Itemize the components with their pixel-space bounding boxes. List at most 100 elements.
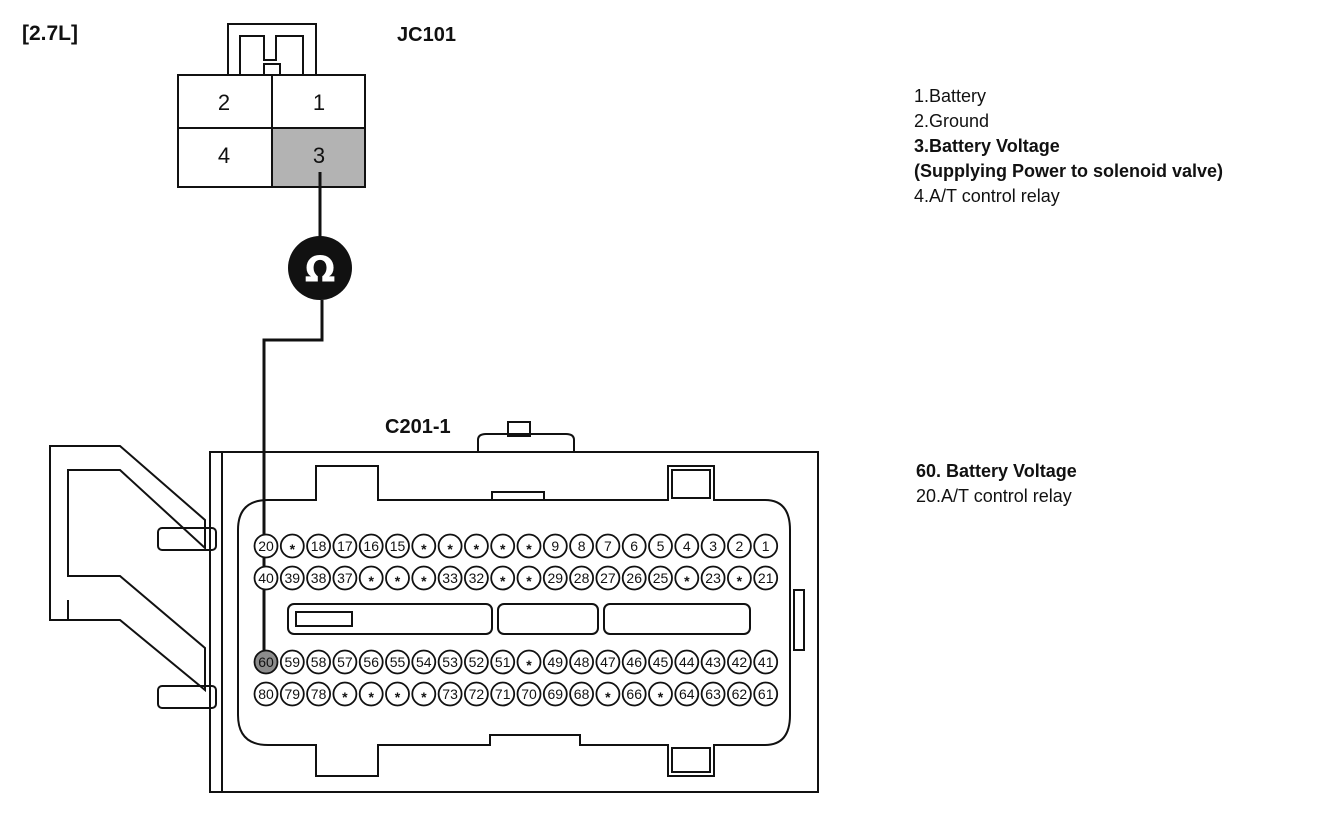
- c201-pin-circle: [674, 649, 700, 675]
- c201-pin-circle: [490, 649, 516, 675]
- c201-pin-circle: [463, 565, 489, 591]
- c201-face: [237, 465, 791, 777]
- c201-pin-label: 73: [442, 686, 458, 702]
- c201-pin-circle: [490, 533, 516, 559]
- ohmmeter-icon: Ω: [288, 236, 352, 300]
- c201-pin-label: 29: [548, 570, 564, 586]
- c201-pin-label: 7: [604, 538, 612, 554]
- c201-pin-circle: [621, 533, 647, 559]
- c201-pin-circle: [516, 681, 542, 707]
- c201-pin-label: 79: [285, 686, 301, 702]
- c201-connector-name: C201-1: [385, 416, 451, 438]
- c201-pin-circle: [648, 681, 673, 707]
- c201-pin-label: 69: [548, 686, 564, 702]
- c201-pin-label: 3: [709, 538, 717, 554]
- c201-pin-circle: [595, 533, 621, 559]
- c201-pin-label: 1: [762, 538, 770, 554]
- c201-pin-circle: [753, 565, 779, 591]
- c201-pin-label: 68: [574, 686, 590, 702]
- engine-label: [2.7L]: [22, 22, 78, 45]
- c201-pin-circle: [753, 649, 779, 675]
- c201-body: [209, 451, 819, 793]
- c201-slot-middle: [497, 603, 599, 635]
- c201-pin-circle: [516, 533, 542, 559]
- c201-pin-label: 42: [732, 654, 748, 670]
- c201-pin-circle: [542, 533, 568, 559]
- c201-pin-circle: [385, 533, 410, 559]
- jc101-pin-3: 3: [313, 143, 325, 168]
- jc101-legend-line: 4.A/T control relay: [914, 186, 1060, 206]
- c201-pin-label: 63: [705, 686, 721, 702]
- c201-pin-label: 18: [311, 538, 327, 554]
- c201-pin-circle: [569, 681, 594, 707]
- jc101-legend-line: 3.Battery Voltage: [914, 136, 1060, 156]
- c201-pin-circle: [253, 649, 279, 675]
- jc101-pin-2: 2: [218, 90, 230, 115]
- c201-pin-circle: [674, 533, 700, 559]
- c201-pin-circle: [437, 681, 463, 707]
- c201-pin-circle: [411, 533, 437, 559]
- c201-pin-circle: [437, 649, 463, 675]
- c201-pin-label: *: [368, 689, 374, 705]
- c201-top-knob: [477, 433, 575, 452]
- c201-pin-circle: [595, 681, 621, 707]
- c201-pin-circle: [385, 649, 410, 675]
- c201-pin-label: *: [526, 541, 532, 557]
- c201-pin-circle: [306, 533, 332, 559]
- c201-pin-circle: [411, 565, 437, 591]
- c201-pin-label: 17: [337, 538, 353, 554]
- jc101-legend-line: (Supplying Power to solenoid valve): [914, 161, 1223, 181]
- c201-pin-circle: [411, 681, 437, 707]
- c201-pin-circle: [542, 649, 568, 675]
- c201-pin-circle: [753, 681, 779, 707]
- jc101-connector-name: JC101: [397, 24, 456, 46]
- c201-pin-label: *: [526, 657, 532, 673]
- c201-pin-circle: [332, 533, 358, 559]
- c201-pin-circle: [358, 681, 384, 707]
- c201-pin-circle: [358, 565, 384, 591]
- c201-pin-label: 40: [258, 570, 274, 586]
- c201-pin-label: 54: [416, 654, 432, 670]
- c201-pin-circle: [595, 565, 621, 591]
- c201-pin-circle: [648, 649, 673, 675]
- jc101-connector: [177, 23, 366, 188]
- c201-pin-label: *: [737, 573, 743, 589]
- c201-pin-label: 52: [469, 654, 485, 670]
- probe-wire-bottom: [262, 300, 324, 662]
- c201-legend-line: 20.A/T control relay: [916, 486, 1072, 506]
- c201-pin-circle: [542, 565, 568, 591]
- c201-pin-circle: [358, 533, 384, 559]
- c201-pin-circle: [621, 565, 647, 591]
- c201-pin-circle: [385, 565, 410, 591]
- c201-pin-circle: [490, 681, 516, 707]
- c201-legend: 60. Battery Voltage 20.A/T control relay: [916, 461, 1077, 506]
- jc101-legend: 1.Battery 2.Ground 3.Battery Voltage (Su…: [914, 86, 1223, 206]
- c201-pin-circle: [516, 565, 542, 591]
- c201-pin-label: 46: [626, 654, 642, 670]
- c201-pin-label: 37: [337, 570, 353, 586]
- c201-pin-label: 41: [758, 654, 774, 670]
- c201-pin-label: *: [421, 689, 427, 705]
- c201-pin-label: 53: [442, 654, 458, 670]
- c201-pin-label: 16: [363, 538, 379, 554]
- c201-connector: [49, 421, 819, 793]
- c201-pin-label: 5: [657, 538, 665, 554]
- c201-pin-label: 48: [574, 654, 590, 670]
- c201-pin-label: 25: [653, 570, 669, 586]
- c201-pin-circle: [569, 565, 594, 591]
- c201-pin-label: 27: [600, 570, 616, 586]
- c201-slot-left: [287, 603, 493, 635]
- c201-pin-label: 33: [442, 570, 458, 586]
- c201-pin-label: *: [500, 541, 506, 557]
- c201-pin-circle: [279, 649, 305, 675]
- c201-pin-label: *: [395, 573, 401, 589]
- c201-pin-circle: [569, 649, 594, 675]
- c201-bracket: [49, 445, 206, 693]
- c201-pin-circle: [595, 649, 621, 675]
- c201-pin-circle: [358, 649, 384, 675]
- c201-pin-circle: [306, 565, 332, 591]
- c201-pin-label: 72: [469, 686, 485, 702]
- c201-pin-label: *: [605, 689, 611, 705]
- c201-pin-circle: [648, 565, 673, 591]
